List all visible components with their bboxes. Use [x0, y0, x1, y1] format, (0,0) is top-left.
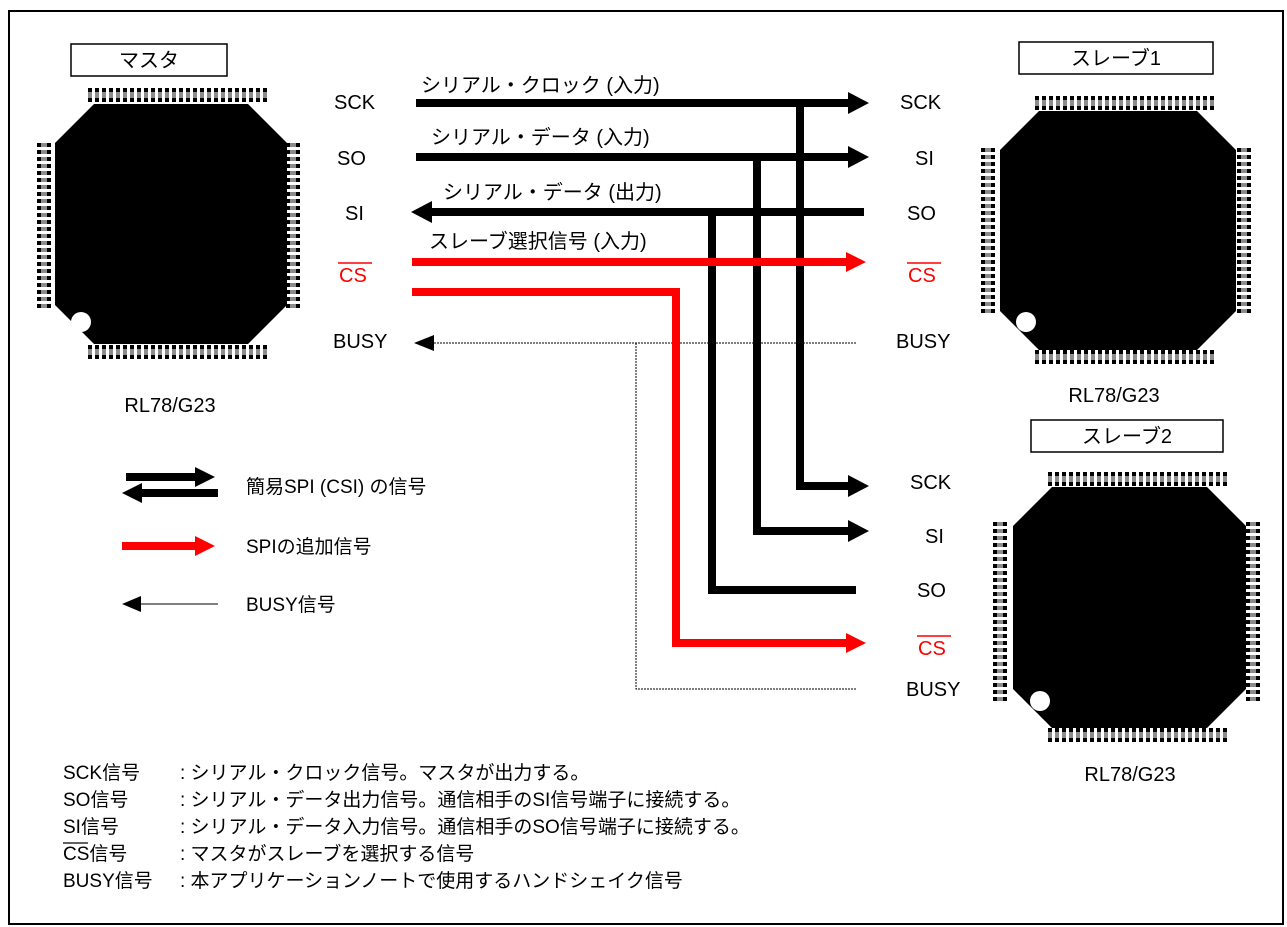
- sck-line: [416, 92, 869, 497]
- master-chip: マスタ RL78/G23: [37, 43, 300, 417]
- master-pin-si: SI: [345, 203, 364, 225]
- desc-name-si: SI信号: [63, 816, 119, 838]
- desc-name-cs: CS信号: [63, 843, 127, 865]
- desc-text-cs: : マスタがスレーブを選択する信号: [180, 842, 474, 865]
- master-title: マスタ: [119, 49, 179, 72]
- slave1-pin-busy: BUSY: [896, 331, 950, 353]
- slave1-pin-sck: SCK: [900, 92, 942, 114]
- desc-name-sck: SCK信号: [63, 762, 140, 784]
- legend-busy-label: BUSY信号: [246, 594, 336, 616]
- desc-name-so: SO信号: [63, 789, 128, 811]
- master-pin1-marker: [71, 312, 91, 332]
- slave1-pin-cs: CS: [908, 265, 936, 287]
- slave1-title: スレーブ1: [1071, 46, 1161, 70]
- master-model: RL78/G23: [124, 395, 215, 417]
- master-chip-body: [55, 104, 287, 344]
- slave1-pin1-marker: [1016, 312, 1036, 332]
- slave2-pin-busy: BUSY: [906, 679, 960, 701]
- slave2-model: RL78/G23: [1084, 764, 1175, 786]
- miso-line: [411, 201, 864, 594]
- slave2-title-box: [1030, 419, 1224, 453]
- busy-line: [414, 335, 856, 690]
- legend: 簡易SPI (CSI) の信号 SPIの追加信号 BUSY信号: [122, 467, 427, 616]
- desc-text-si: : シリアル・データ入力信号。通信相手のSO信号端子に接続する。: [180, 816, 750, 838]
- slave2-pin1-marker: [1030, 691, 1050, 711]
- legend-spi-add-symbol: [122, 536, 215, 556]
- label-sck: シリアル・クロック (入力): [421, 74, 660, 97]
- desc-text-so: : シリアル・データ出力信号。通信相手のSI信号端子に接続する。: [180, 789, 740, 811]
- slave2-chip-body: [1013, 487, 1246, 728]
- master-pin-cs: CS: [339, 265, 367, 287]
- legend-csi-symbol: [122, 467, 218, 503]
- slave1-chip: スレーブ1 RL78/G23: [981, 41, 1251, 407]
- cs2-line: [412, 288, 866, 653]
- desc-text-sck: : シリアル・クロック信号。マスタが出力する。: [180, 762, 589, 784]
- slave1-model: RL78/G23: [1068, 385, 1159, 407]
- signal-descriptions: SCK信号 : シリアル・クロック信号。マスタが出力する。 SO信号 : シリア…: [63, 762, 750, 892]
- legend-csi-label: 簡易SPI (CSI) の信号: [246, 476, 427, 498]
- desc-text-busy: : 本アプリケーションノートで使用するハンドシェイク信号: [180, 870, 683, 892]
- slave2-title: スレーブ2: [1082, 424, 1172, 448]
- slave2-pin-so: SO: [917, 580, 946, 602]
- mosi-line: [416, 146, 869, 542]
- slave2-pin-sck: SCK: [910, 472, 952, 494]
- label-so: シリアル・データ (出力): [443, 181, 662, 204]
- slave2-chip: スレーブ2 RL78/G23: [993, 419, 1260, 786]
- master-pin-busy: BUSY: [333, 331, 387, 353]
- legend-busy-symbol: [122, 596, 218, 612]
- slave1-pin-so: SO: [907, 203, 936, 225]
- label-cs: スレーブ選択信号 (入力): [429, 229, 647, 253]
- legend-spi-add-label: SPIの追加信号: [246, 536, 372, 558]
- desc-name-busy: BUSY信号: [63, 870, 153, 892]
- cs1-line: [412, 252, 866, 272]
- master-pin-so: SO: [337, 148, 366, 170]
- label-si: シリアル・データ (入力): [431, 126, 650, 149]
- slave1-title-box: [1018, 41, 1214, 75]
- slave2-pin-si: SI: [925, 526, 944, 548]
- slave1-pin-si: SI: [915, 148, 934, 170]
- master-pin-sck: SCK: [334, 92, 376, 114]
- master-title-box: [70, 43, 228, 77]
- slave2-pin-cs: CS: [918, 638, 946, 660]
- slave1-chip-body: [1000, 111, 1236, 350]
